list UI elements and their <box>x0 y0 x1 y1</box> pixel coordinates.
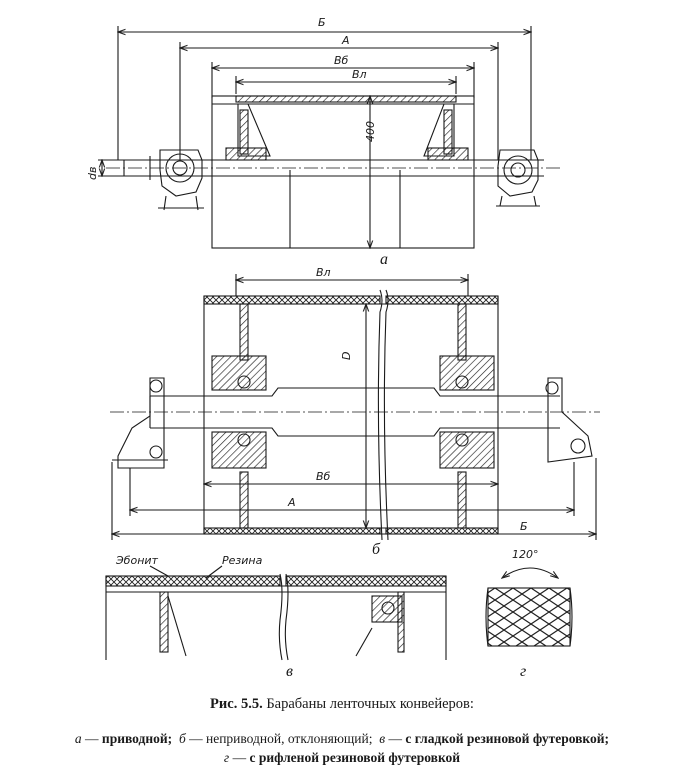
view-label-b: б <box>372 541 381 558</box>
view-label-g: г <box>520 663 526 680</box>
view-g-grooved-lining <box>485 567 573 647</box>
dim-bl-label-b: Вл <box>316 266 331 279</box>
dim-bb-label: Вб <box>334 54 349 67</box>
angle-label: 120° <box>512 548 539 561</box>
material-rubber: Резина <box>222 554 263 567</box>
legend-text-v: с гладкой резиновой футеровкой; <box>405 731 610 746</box>
legend-key-v: в <box>379 731 386 746</box>
dim-b-label: Б <box>318 16 326 29</box>
figure-title-text: Барабаны ленточных конвейеров: <box>266 696 474 712</box>
dim-400-label: 400 <box>364 121 377 142</box>
view-a-drive-drum <box>98 26 560 248</box>
legend-text-b: неприводной, отклоняющий; <box>205 731 373 746</box>
material-ebonite: Эбонит <box>115 554 159 567</box>
legend-line-1: а — приводной; б — неприводной, отклоняю… <box>74 731 610 746</box>
figure-caption: Рис. 5.5. Барабаны ленточных конвейеров:… <box>0 696 684 767</box>
legend-key-g: г <box>223 750 230 765</box>
view-b-idler-drum <box>110 274 600 541</box>
dim-bb-label-b: Вб <box>316 470 331 483</box>
view-v-smooth-lining <box>105 565 447 661</box>
drum-drawing: Б А Вб Вл 400 dв а Вл D Вб А Б б Эбонит … <box>86 16 600 680</box>
view-label-a: а <box>380 251 388 268</box>
dim-bl-label: Вл <box>352 68 367 81</box>
legend-line-2: г — с рифленой резиновой футеровкой <box>223 750 461 765</box>
dim-a-label-b: А <box>287 496 296 509</box>
view-label-v: в <box>286 663 293 680</box>
dim-dv-label: dв <box>86 167 99 180</box>
figure-title: Рис. 5.5. Барабаны ленточных конвейеров: <box>0 696 684 713</box>
dim-d-label: D <box>340 352 353 360</box>
dim-a-label: А <box>341 34 350 47</box>
legend-key-b: б <box>178 731 186 746</box>
dim-b-label-b: Б <box>520 520 528 533</box>
legend-text-a: приводной; <box>101 731 173 746</box>
figure-number: Рис. 5.5. <box>210 696 263 712</box>
legend-key-a: а <box>74 731 82 746</box>
legend-text-g: с рифленой резиновой футеровкой <box>249 750 461 765</box>
